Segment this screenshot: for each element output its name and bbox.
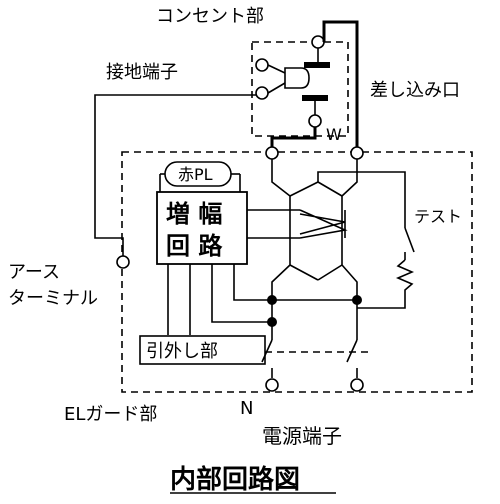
test-switch [404,227,415,253]
label-trip-section: 引外し部 [146,341,218,362]
label-power-terminal: 電源端子 [262,424,342,448]
main-line-right [341,159,358,300]
breaker-contact-l [346,339,358,363]
power-terminal-l [350,378,364,392]
label-n-terminal: N [240,398,253,419]
ground-pin-lower [255,86,269,100]
outlet-contact-middle [302,95,328,101]
label-amp-line2: 回 路 [166,232,223,260]
ground-pin-upper [255,58,269,72]
label-insertion-port: 差し込み口 [370,80,460,101]
guard-terminal-w [265,146,279,160]
trip-section-box [139,335,266,365]
earth-terminal [116,255,130,269]
ground-socket-shape [284,67,310,89]
el-guard-dashed-box [121,151,473,393]
amplifier-circuit-box [156,191,248,265]
guard-terminal-hot [350,146,364,160]
label-el-guard: ELガード部 [64,404,157,425]
label-earth-line1: アース [8,262,60,283]
outlet-top-terminal [311,35,325,49]
label-caption: 内部回路図 [170,464,300,495]
test-resistor [357,259,415,309]
outlet-contact-top [304,62,330,68]
breaker-contact-n [261,339,273,363]
label-red-pl: 赤PL [178,165,213,184]
label-earth-line2: ターミナル [8,288,98,309]
outlet-w-wire [270,127,317,148]
label-w-terminal: W [326,125,342,144]
label-amp-line1: 増 幅 [166,200,222,228]
earth-wire [94,94,256,256]
label-outlet-section: コンセント部 [156,6,264,27]
outlet-w-terminal [308,114,322,128]
label-ground-terminal: 接地端子 [106,62,178,83]
power-terminal-n [265,378,279,392]
ct-coil [299,209,348,239]
label-test: テスト [414,207,462,226]
outlet-dashed-box [251,41,349,137]
outlet-hot-wire [322,20,359,150]
main-line-left [271,159,291,300]
